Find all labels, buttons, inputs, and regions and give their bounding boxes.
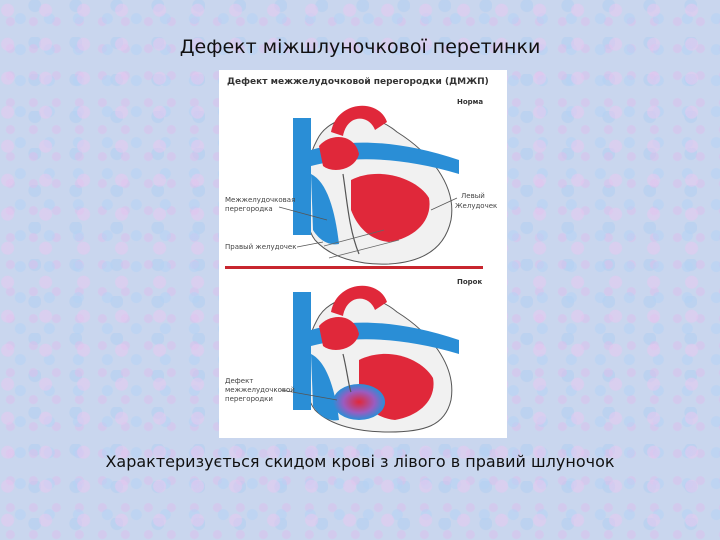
septum-label-line1: Межжелудочковая bbox=[225, 196, 295, 204]
heart-normal-illustration bbox=[293, 105, 459, 265]
right-ventricle-pointer bbox=[296, 241, 324, 248]
normal-tag: Норма bbox=[457, 98, 483, 106]
defect-label-line1: Дефект bbox=[225, 377, 253, 385]
left-ventricle-label-line2: Желудочек bbox=[455, 202, 497, 210]
septum-pointer bbox=[278, 206, 328, 221]
heart-defect-illustration bbox=[293, 285, 459, 433]
right-ventricle-label: Правый желудочек bbox=[225, 243, 296, 251]
heart-diagram-svg: Дефект межжелудочковой перегородки (ДМЖП… bbox=[225, 77, 497, 433]
figure-heading: Дефект межжелудочковой перегородки (ДМЖП… bbox=[227, 77, 489, 87]
heart-diagram-figure: Дефект межжелудочковой перегородки (ДМЖП… bbox=[219, 70, 507, 438]
defect-pointer bbox=[280, 389, 338, 401]
defect-tag: Порок bbox=[457, 278, 482, 286]
defect-label-line2: межжелудочковой bbox=[225, 386, 295, 394]
slide-caption: Характеризується скидом крові з лівого в… bbox=[105, 452, 615, 471]
slide-title: Дефект міжшлуночкової перетинки bbox=[179, 36, 541, 58]
left-ventricle-label-line1: Левый bbox=[461, 192, 485, 200]
defect-label-line3: перегородки bbox=[225, 395, 273, 403]
left-ventricle-pointer bbox=[430, 197, 458, 211]
panel-divider bbox=[225, 266, 483, 269]
septum-label-line2: перегородка bbox=[225, 205, 273, 213]
